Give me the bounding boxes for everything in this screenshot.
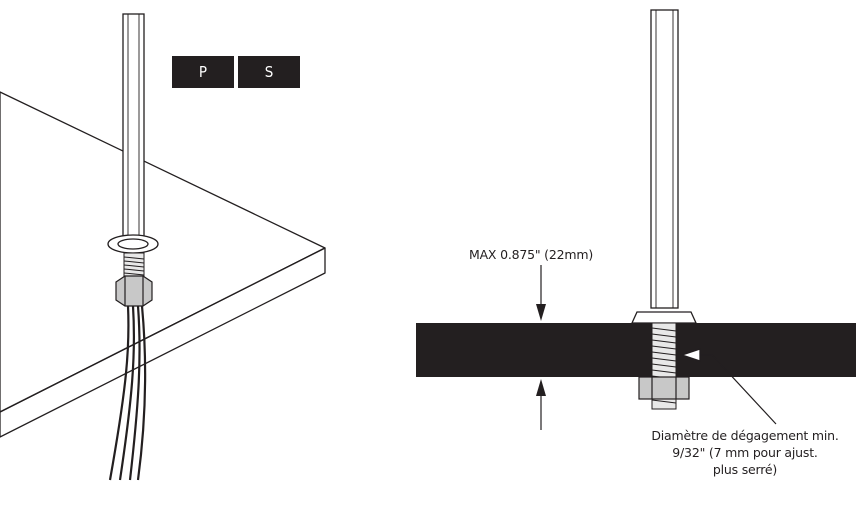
clearance-label-line2: 9/32" (7 mm pour ajust. [672, 445, 818, 460]
countertop-isometric [0, 91, 326, 438]
clearance-label-line1: Diamètre de dégagement min. [651, 428, 839, 443]
flange-washer-left [107, 234, 159, 254]
countertop-section [416, 323, 856, 377]
thickness-dimension-arrows [536, 265, 546, 430]
clearance-leader-arrow [679, 348, 777, 425]
badge-s: S [238, 56, 300, 88]
hex-nut-left [115, 275, 153, 307]
flange-washer-right [630, 311, 698, 324]
dimension-label: MAX 0.875" (22mm) [469, 247, 593, 262]
clearance-label-line3: plus serré) [712, 462, 778, 477]
sensor-rod-left [122, 13, 145, 239]
sensor-wires [108, 305, 147, 481]
clearance-label: Diamètre de dégagement min. 9/32" (7 mm … [640, 427, 850, 478]
hex-nut-right [638, 376, 690, 400]
threaded-shank-left [123, 252, 145, 280]
sensor-rod-right [650, 9, 679, 309]
badge-p: P [172, 56, 234, 88]
